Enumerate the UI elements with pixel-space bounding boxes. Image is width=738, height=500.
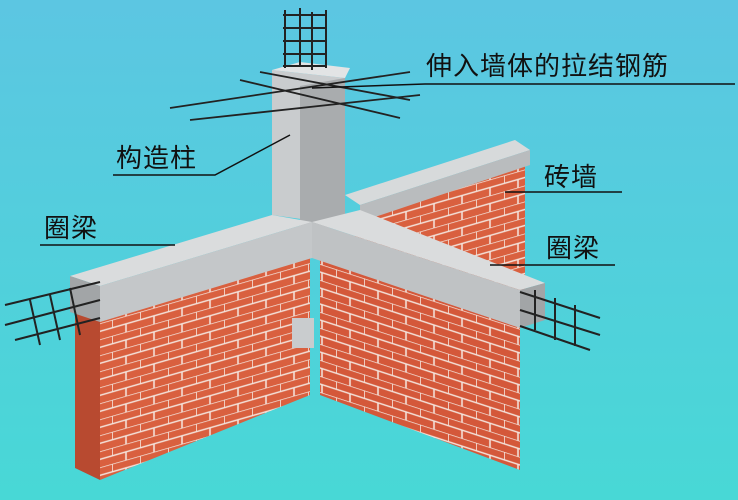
label-brick-wall: 砖墙 bbox=[544, 163, 599, 193]
label-ring-beam-right: 圈梁 bbox=[546, 234, 601, 264]
label-column: 构造柱 bbox=[116, 144, 198, 174]
rebar-cage-right bbox=[519, 290, 601, 351]
tie-bars bbox=[169, 71, 421, 121]
left-brick-wall bbox=[75, 255, 310, 480]
label-tie-bars: 伸入墙体的拉结钢筋 bbox=[426, 52, 670, 82]
leader-lines bbox=[40, 83, 735, 266]
ring-beam-left bbox=[70, 215, 312, 322]
label-ring-beam-left: 圈梁 bbox=[44, 214, 99, 244]
rebar-cage-top bbox=[283, 8, 327, 70]
rebar-cage-left bbox=[4, 281, 101, 346]
